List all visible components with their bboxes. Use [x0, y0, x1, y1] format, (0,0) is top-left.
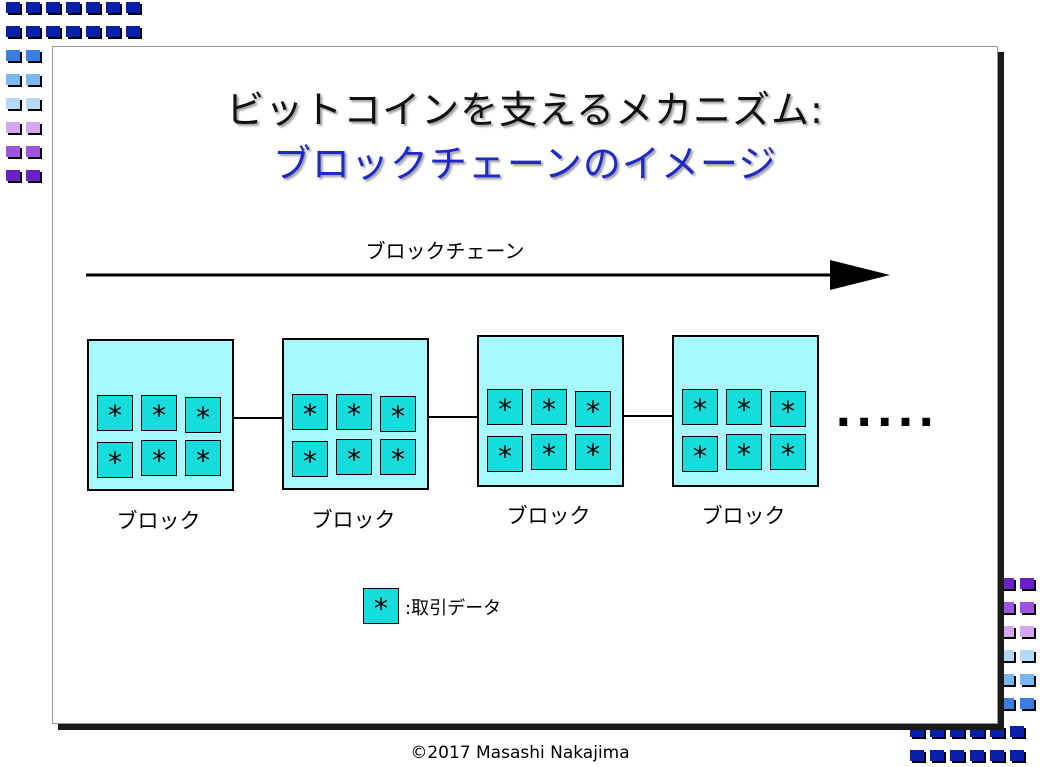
transaction-cell: *: [487, 389, 523, 426]
transaction-cell: *: [292, 441, 328, 478]
block-3: * * * * * *: [477, 335, 624, 487]
block-link-1: [232, 417, 283, 419]
transaction-cell: *: [380, 439, 416, 476]
block-1: * * * * * *: [87, 339, 234, 491]
transaction-cell: *: [770, 434, 806, 471]
transaction-cell: *: [97, 442, 133, 479]
transaction-cell: *: [185, 440, 221, 477]
transaction-cell: *: [380, 396, 416, 433]
transaction-cell: *: [141, 395, 177, 432]
title-line-2: ブロックチェーンのイメージ: [272, 142, 778, 186]
transaction-cell: *: [682, 389, 718, 426]
transaction-cell: *: [292, 394, 328, 431]
block-label-1: ブロック: [116, 509, 201, 533]
legend-text: :取引データ: [405, 598, 502, 619]
transaction-cell: *: [575, 391, 611, 428]
transaction-cell: *: [185, 397, 221, 434]
slide: ビットコインを支えるメカニズム: ブロックチェーンのイメージ ブロックチェーン …: [52, 46, 998, 724]
transaction-cell: *: [141, 440, 177, 477]
block-label-4: ブロック: [701, 504, 786, 528]
transaction-cell: *: [575, 434, 611, 471]
copyright: ©2017 Masashi Nakajima: [410, 743, 630, 763]
block-label-2: ブロック: [311, 508, 396, 532]
transaction-cell: *: [336, 394, 372, 431]
transaction-cell: *: [531, 389, 567, 426]
transaction-cell: *: [726, 389, 762, 426]
transaction-cell: *: [770, 391, 806, 428]
chain-arrow-head: [830, 260, 890, 290]
title-line-1: ビットコインを支えるメカニズム:: [226, 88, 824, 132]
chain-arrow: [86, 260, 890, 290]
continuation-ellipsis: .....: [835, 386, 939, 437]
transaction-cell: *: [97, 395, 133, 432]
chain-label: ブロックチェーン: [365, 239, 525, 263]
block-link-3: [622, 415, 673, 417]
transaction-cell: *: [531, 434, 567, 471]
legend-symbol: *: [363, 588, 399, 625]
transaction-cell: *: [487, 436, 523, 473]
transaction-cell: *: [682, 436, 718, 473]
block-4: * * * * * *: [672, 335, 819, 487]
block-link-2: [427, 416, 478, 418]
block-2: * * * * * *: [282, 338, 429, 490]
transaction-cell: *: [336, 439, 372, 476]
block-label-3: ブロック: [506, 504, 591, 528]
transaction-cell: *: [726, 434, 762, 471]
